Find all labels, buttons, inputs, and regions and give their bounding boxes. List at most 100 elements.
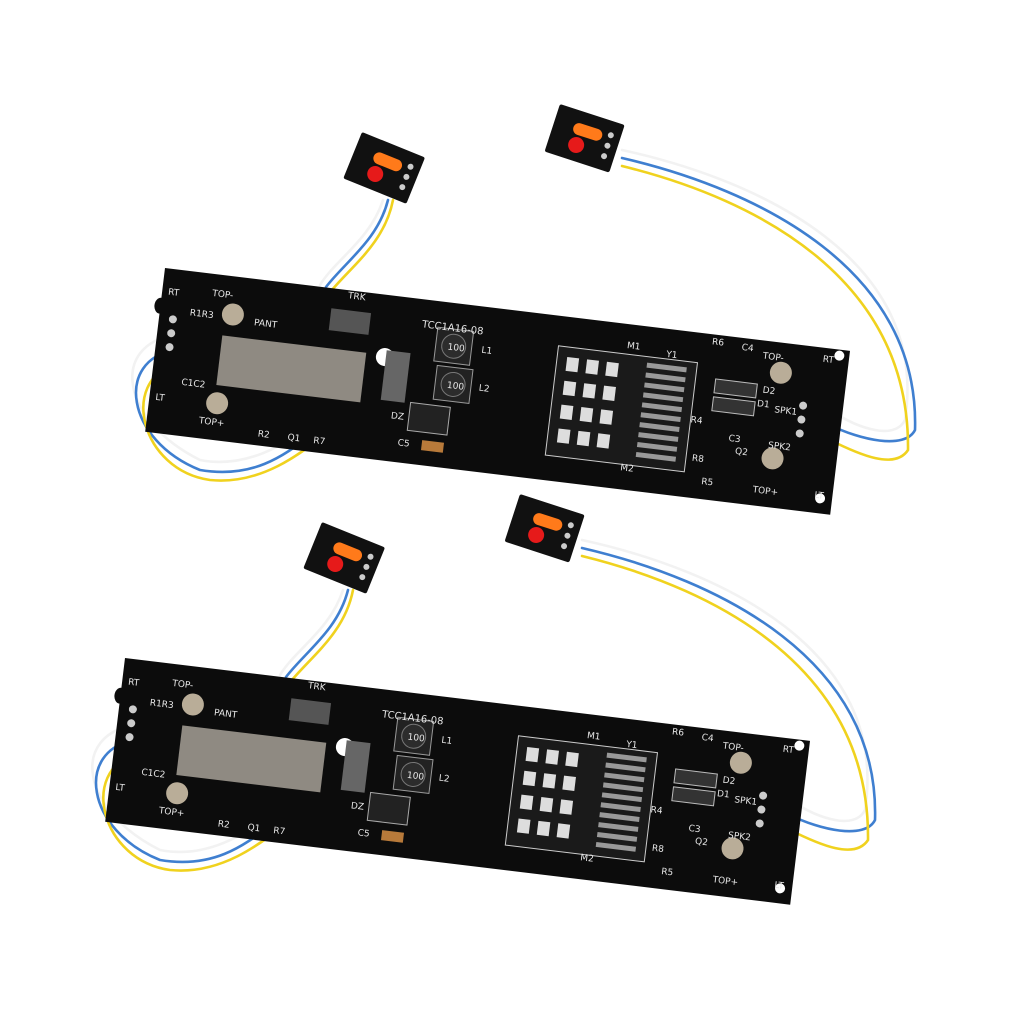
diode	[711, 396, 756, 417]
silk-c1c2: C1C2	[141, 768, 166, 781]
silk-dz: DZ	[350, 801, 364, 813]
top-pad	[206, 392, 229, 415]
silk-c5: C5	[357, 828, 370, 839]
module-pad	[559, 799, 574, 815]
solder-pad	[795, 429, 804, 438]
silk-spk1: SPK1	[734, 795, 758, 808]
solder-pad	[367, 553, 374, 560]
silk-pant: PANT	[253, 318, 278, 331]
pin-row	[640, 412, 681, 423]
wire	[620, 156, 917, 443]
chip	[328, 308, 372, 335]
solder-pad	[757, 805, 766, 814]
solder-pad	[168, 315, 177, 324]
silk-d1: D1	[716, 789, 730, 800]
module-pad	[522, 770, 537, 787]
inductor-mark: 100	[407, 733, 426, 745]
inductor-mark: 100	[406, 771, 425, 783]
silk-r4: R4	[650, 805, 663, 816]
module-pad	[596, 433, 611, 449]
module-pad	[599, 409, 614, 425]
silk-lt-right: LT	[774, 881, 785, 892]
module-pad	[545, 749, 559, 765]
silk-m1: M1	[586, 731, 601, 743]
silk-r5: R5	[701, 477, 714, 488]
silk-rt-left: RT	[167, 288, 180, 299]
module-pad	[559, 404, 574, 420]
diode	[713, 378, 758, 399]
contact-pad	[176, 725, 327, 793]
module-pad	[582, 383, 597, 399]
top-pad	[181, 693, 204, 716]
silk-dz: DZ	[390, 411, 404, 423]
silk-lt-right: LT	[814, 491, 825, 502]
silk-top-plus-left: TOP+	[157, 806, 185, 819]
top-pad	[221, 303, 244, 326]
led-module	[505, 494, 585, 563]
silk-r8: R8	[651, 844, 664, 855]
module-pad	[579, 407, 594, 423]
assembly-2	[91, 538, 877, 872]
solder-pad	[755, 819, 764, 828]
silk-top-minus-left: TOP-	[211, 289, 234, 302]
silk-l2: L2	[438, 774, 450, 785]
silk-l2: L2	[478, 384, 490, 395]
mount-hole	[775, 883, 786, 894]
module-pad	[576, 430, 591, 447]
silk-top-plus-left: TOP+	[197, 416, 225, 429]
solder-pad	[167, 329, 176, 338]
silk-r5: R5	[661, 867, 674, 878]
silk-r2: R2	[257, 429, 270, 440]
silk-m2: M2	[580, 853, 595, 865]
silk-top-plus-right: TOP+	[711, 875, 739, 888]
solder-pad	[127, 719, 136, 728]
pin-row	[596, 832, 638, 842]
wire	[580, 554, 870, 851]
silk-rt-right: RT	[782, 745, 795, 756]
module-pad	[562, 380, 577, 397]
module-pad	[536, 820, 551, 837]
pin-row	[605, 762, 646, 773]
wire	[102, 753, 292, 872]
capacitor-c5	[420, 440, 445, 453]
module-pad	[525, 746, 540, 763]
led-red	[327, 556, 344, 573]
solder-pad	[601, 153, 608, 160]
silk-pant: PANT	[213, 708, 238, 721]
wire	[580, 538, 869, 823]
silk-lt-left: LT	[155, 393, 166, 404]
module-pad	[562, 775, 576, 791]
silk-spk1: SPK1	[774, 405, 798, 418]
module-pad	[556, 428, 571, 444]
silk-r1: R1	[149, 698, 162, 709]
solder-pad	[564, 532, 571, 539]
regulator	[340, 740, 371, 793]
solder-pad	[604, 142, 611, 149]
solder-pad	[165, 343, 174, 352]
silk-q1: Q1	[247, 823, 261, 834]
silk-d2: D2	[762, 386, 776, 397]
pin-row	[636, 442, 678, 452]
inductor-mark: 100	[447, 343, 466, 355]
wire	[134, 348, 327, 474]
wire	[330, 198, 395, 292]
silk-trk: TRK	[346, 291, 367, 303]
silk-r6: R6	[711, 337, 724, 348]
pin-row	[642, 392, 684, 403]
wire	[284, 588, 350, 679]
silk-r3: R3	[161, 700, 174, 711]
solder-pad	[407, 163, 414, 170]
solder-pad	[607, 132, 614, 139]
diode	[671, 786, 716, 807]
silk-r7: R7	[273, 826, 286, 837]
capacitor-c5	[380, 830, 405, 843]
pin-row	[599, 812, 640, 822]
pin-row	[600, 802, 641, 813]
wire	[142, 363, 332, 482]
silk-spk2: SPK2	[727, 831, 751, 844]
led-red	[367, 166, 384, 183]
silk-c5: C5	[397, 438, 410, 449]
led-red	[528, 526, 545, 543]
